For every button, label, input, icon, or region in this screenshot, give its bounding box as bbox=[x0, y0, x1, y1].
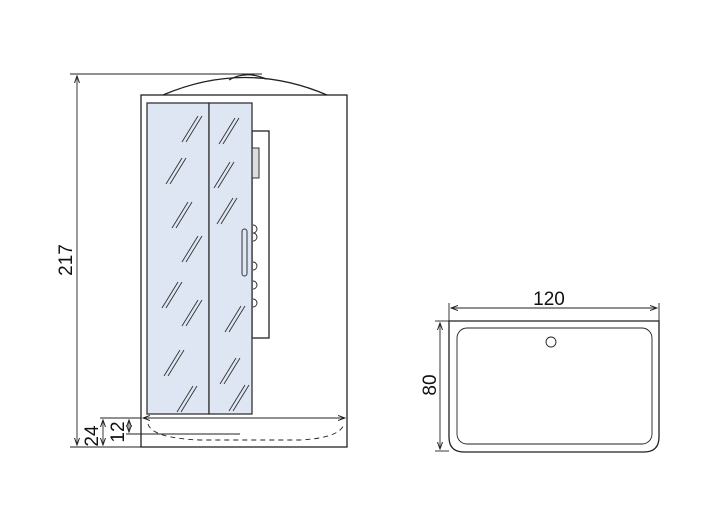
height-label: 217 bbox=[56, 244, 77, 276]
reflection-mark bbox=[217, 161, 235, 189]
reflection-mark bbox=[169, 157, 187, 185]
reflection-mark bbox=[213, 161, 231, 189]
tray-inner-label: 12 bbox=[108, 421, 129, 442]
reflection-mark bbox=[163, 349, 181, 377]
reflection-mark bbox=[222, 117, 240, 145]
reflection-mark bbox=[232, 384, 250, 412]
reflection-mark bbox=[175, 201, 193, 229]
tray-hidden-outline bbox=[147, 423, 345, 441]
tray-inner bbox=[456, 327, 653, 445]
reflection-mark bbox=[228, 384, 246, 412]
roof-cap bbox=[228, 74, 267, 81]
reflection-mark bbox=[223, 357, 241, 385]
left-glass-door bbox=[146, 102, 210, 415]
reflection-mark bbox=[180, 385, 198, 413]
reflection-mark bbox=[220, 197, 238, 225]
front-dimensions: 217 24 12 bbox=[56, 73, 262, 448]
reflection-mark bbox=[216, 197, 234, 225]
massage-jets bbox=[252, 224, 258, 308]
reflection-mark bbox=[176, 385, 194, 413]
roof-dome bbox=[162, 76, 328, 96]
door-handle bbox=[241, 228, 248, 277]
control-display bbox=[251, 147, 260, 179]
reflection-mark bbox=[165, 157, 183, 185]
reflection-mark bbox=[228, 305, 246, 333]
reflection-mark bbox=[185, 299, 203, 327]
reflection-mark bbox=[181, 299, 199, 327]
cabin-frame bbox=[140, 94, 348, 448]
tray-height-label: 24 bbox=[82, 425, 103, 447]
tray-outer bbox=[448, 320, 660, 453]
reflection-mark bbox=[171, 201, 189, 229]
drain-hole bbox=[545, 336, 557, 348]
reflection-mark bbox=[165, 281, 183, 309]
reflection-mark bbox=[181, 115, 199, 143]
width-label: 120 bbox=[533, 289, 565, 310]
glass-reflection-marks bbox=[161, 115, 250, 413]
reflection-mark bbox=[181, 235, 199, 263]
reflection-mark bbox=[224, 305, 242, 333]
reflection-mark bbox=[219, 357, 237, 385]
front-view bbox=[140, 74, 348, 448]
reflection-mark bbox=[185, 235, 203, 263]
depth-label: 80 bbox=[420, 374, 441, 395]
reflection-mark bbox=[167, 349, 185, 377]
reflection-mark bbox=[161, 281, 179, 309]
reflection-mark bbox=[218, 117, 236, 145]
plan-view: 120 80 bbox=[420, 289, 660, 453]
reflection-mark bbox=[185, 115, 203, 143]
